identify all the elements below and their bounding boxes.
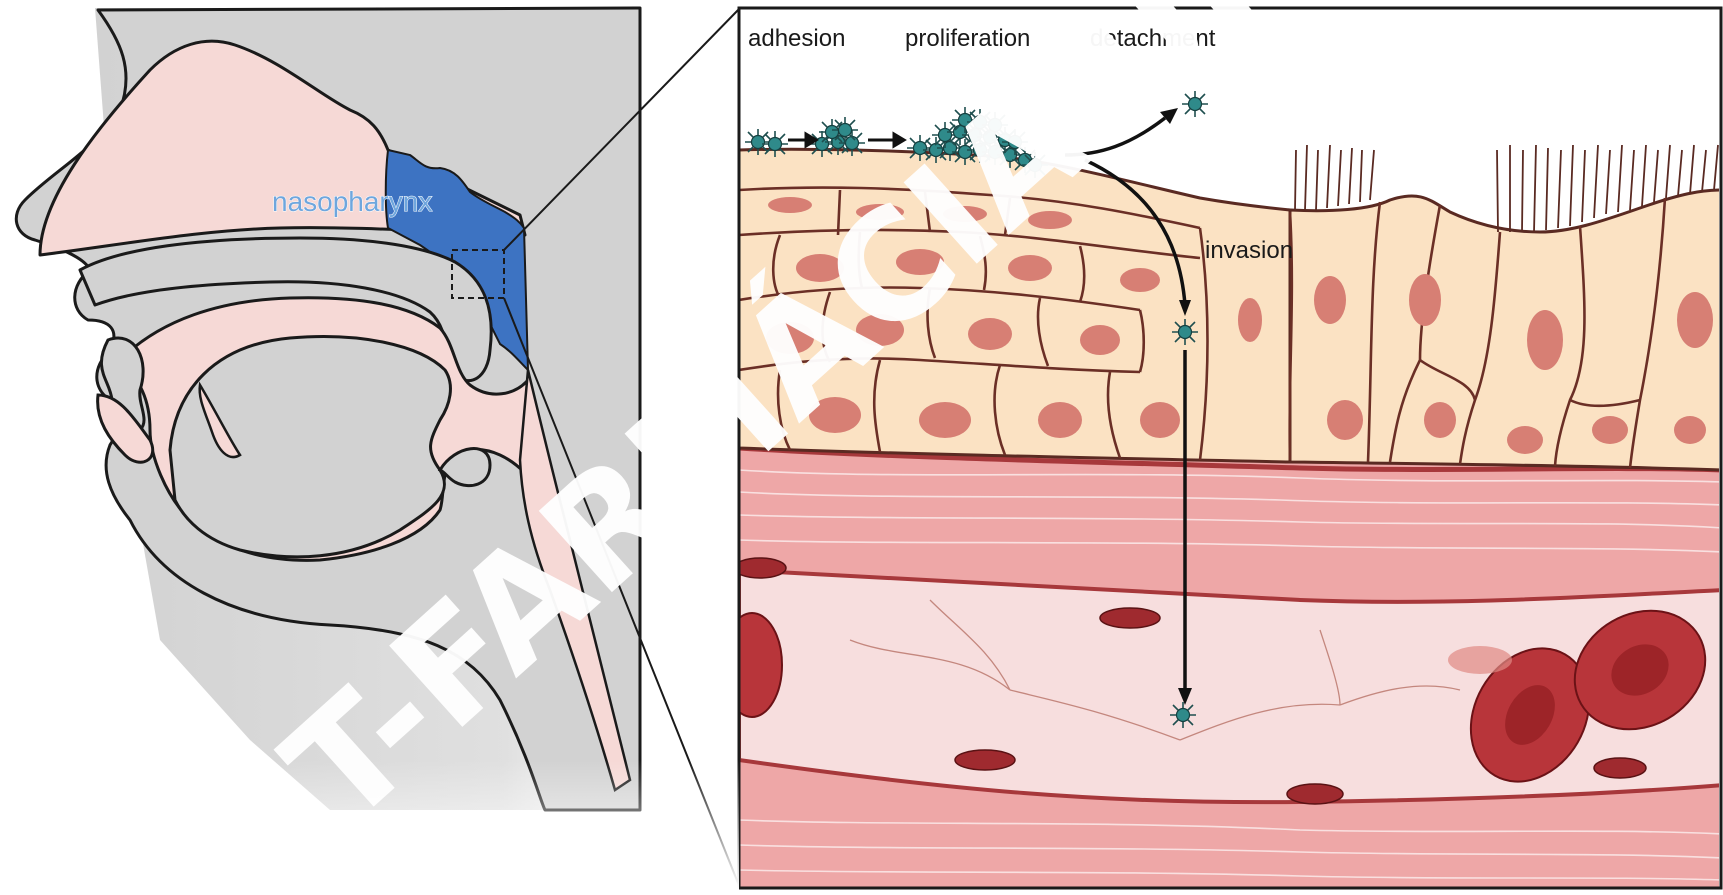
invasion-label: invasion xyxy=(1205,237,1293,264)
invading-bacterium xyxy=(1172,319,1198,345)
tissue-zoom-panel: adhesion proliferation detachment invasi… xyxy=(722,8,1723,890)
tongue xyxy=(170,337,450,557)
adhesion-label: adhesion xyxy=(748,25,845,52)
bloodstream-bacterium xyxy=(1170,702,1196,728)
nasopharynx-label: nasopharynx xyxy=(272,186,432,217)
